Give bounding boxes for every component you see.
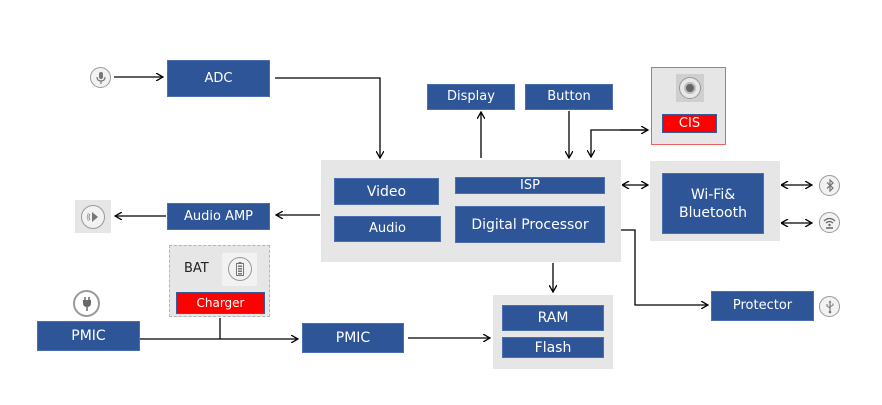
speaker-icon (81, 205, 105, 229)
wifi-bluetooth-block: Wi-Fi& Bluetooth (662, 173, 764, 234)
audio-amp-block: Audio AMP (167, 203, 270, 230)
button-block: Button (525, 84, 613, 110)
audio-block: Audio (334, 216, 441, 242)
ram-block: RAM (502, 305, 604, 331)
cis-block: CIS (662, 114, 717, 133)
wifi-icon (819, 212, 840, 233)
wifi-label: Wi-Fi& (690, 186, 736, 203)
processor-to-protector-arrow (621, 229, 708, 305)
usb-icon (819, 296, 840, 317)
speaker-icon-bg (75, 200, 111, 233)
memory-group: RAM Flash (493, 295, 613, 369)
pmic-left-block: PMIC (37, 321, 140, 351)
flash-block: Flash (502, 337, 604, 358)
protector-block: Protector (711, 291, 814, 321)
bat-label: BAT (184, 261, 209, 276)
charger-block: Charger (176, 292, 265, 314)
bluetooth-icon (819, 175, 840, 196)
wifi-group: Wi-Fi& Bluetooth (650, 161, 780, 241)
microphone-icon (90, 67, 111, 88)
display-block: Display (427, 84, 515, 110)
adc-block: ADC (167, 60, 270, 97)
camera-lens-icon (676, 74, 704, 102)
pmic-mid-block: PMIC (302, 323, 404, 353)
power-plug-icon (73, 290, 100, 317)
isp-block: ISP (455, 177, 605, 194)
battery-icon (228, 257, 252, 281)
cis-to-processor-arrow (591, 129, 648, 157)
soc-group: Video Audio ISP Digital Processor (321, 160, 621, 262)
bluetooth-label: Bluetooth (679, 204, 747, 221)
digital-processor-block: Digital Processor (455, 206, 605, 243)
adc-to-video-arrow (275, 77, 380, 158)
video-block: Video (334, 178, 439, 205)
battery-icon-bg (222, 253, 257, 286)
cis-group: CIS (651, 67, 726, 145)
battery-group: BAT Charger (169, 245, 270, 317)
